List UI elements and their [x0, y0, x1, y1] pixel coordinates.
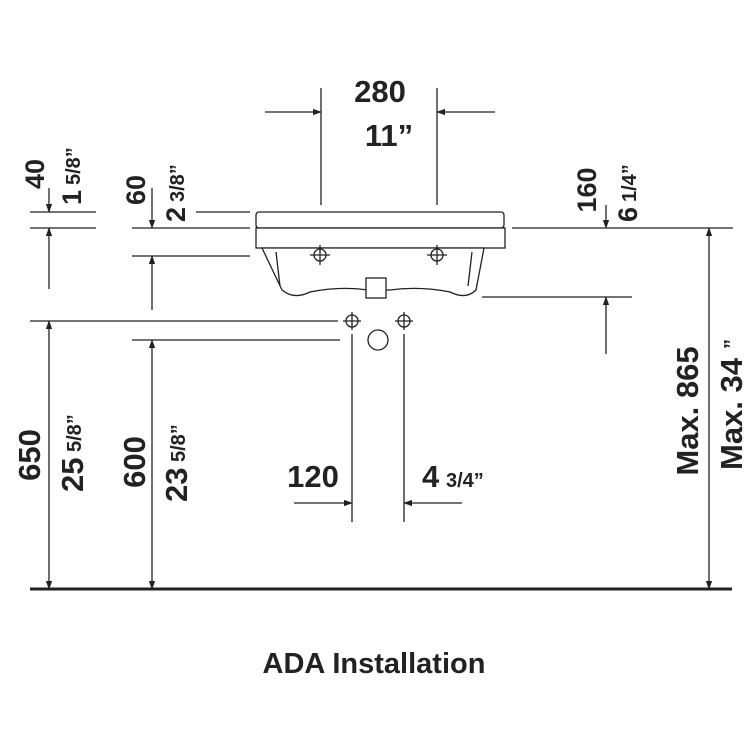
rim-thickness-in-frac: 5/8”: [63, 147, 85, 185]
rim-thickness-in-whole: 1: [57, 190, 87, 205]
water-supply-connections: [343, 312, 413, 330]
faucet-hole-left: [310, 245, 330, 265]
height-outer-in-label: 25 5/8”: [55, 414, 90, 492]
right-offset-in-frac: 1/4”: [619, 164, 641, 202]
dimension-arrows: [45, 108, 713, 590]
drawing-title: ADA Installation: [263, 648, 486, 680]
rim-thickness-in-label: 1 5/8”: [57, 147, 87, 205]
height-inner-in-frac: 5/8”: [168, 424, 190, 462]
max-height-in-mark: ”: [721, 339, 743, 349]
faucet-hole-right: [427, 245, 447, 265]
height-outer-in-frac: 5/8”: [64, 414, 86, 452]
rim-thickness-mm: 40: [20, 159, 50, 189]
height-inner-label: 600: [117, 436, 152, 488]
right-offset-label: 160: [572, 167, 602, 212]
washbasin: [255, 211, 506, 299]
inner-offset-mm: 60: [121, 175, 151, 205]
height-outer-mm: 650: [12, 429, 47, 481]
extension-lines: [30, 88, 733, 522]
height-inner-in-label: 23 5/8”: [159, 424, 194, 502]
drain-width-in-label: 4 3/4”: [422, 459, 484, 494]
top-width-mm-label: 280: [354, 74, 406, 109]
drain-width-in-frac: 3/4”: [446, 470, 484, 492]
right-offset-mm: 160: [572, 167, 602, 212]
inner-offset-label: 60: [121, 175, 151, 205]
height-outer-label: 650: [12, 429, 47, 481]
max-height-mm-label: Max. 865: [670, 346, 705, 475]
inner-offset-in-label: 2 3/8”: [161, 164, 191, 222]
drain-width-in-whole: 4: [422, 459, 440, 494]
right-offset-in-label: 6 1/4”: [613, 164, 643, 222]
drain-width-mm-label: 120: [287, 459, 339, 494]
inner-offset-in-frac: 3/8”: [167, 164, 189, 202]
inner-offset-in-whole: 2: [161, 207, 191, 222]
max-height-mm: Max. 865: [670, 346, 705, 475]
top-width-in-label: 11”: [365, 118, 413, 153]
max-height-in: Max. 34: [714, 357, 749, 470]
height-inner-mm: 600: [117, 436, 152, 488]
max-height-in-label: Max. 34 ”: [714, 339, 749, 470]
rim-thickness-label: 40: [20, 159, 50, 189]
height-inner-in-whole: 23: [159, 468, 194, 502]
drain-connection: [367, 329, 389, 351]
right-offset-in-whole: 6: [613, 207, 643, 222]
height-outer-in-whole: 25: [55, 458, 90, 492]
